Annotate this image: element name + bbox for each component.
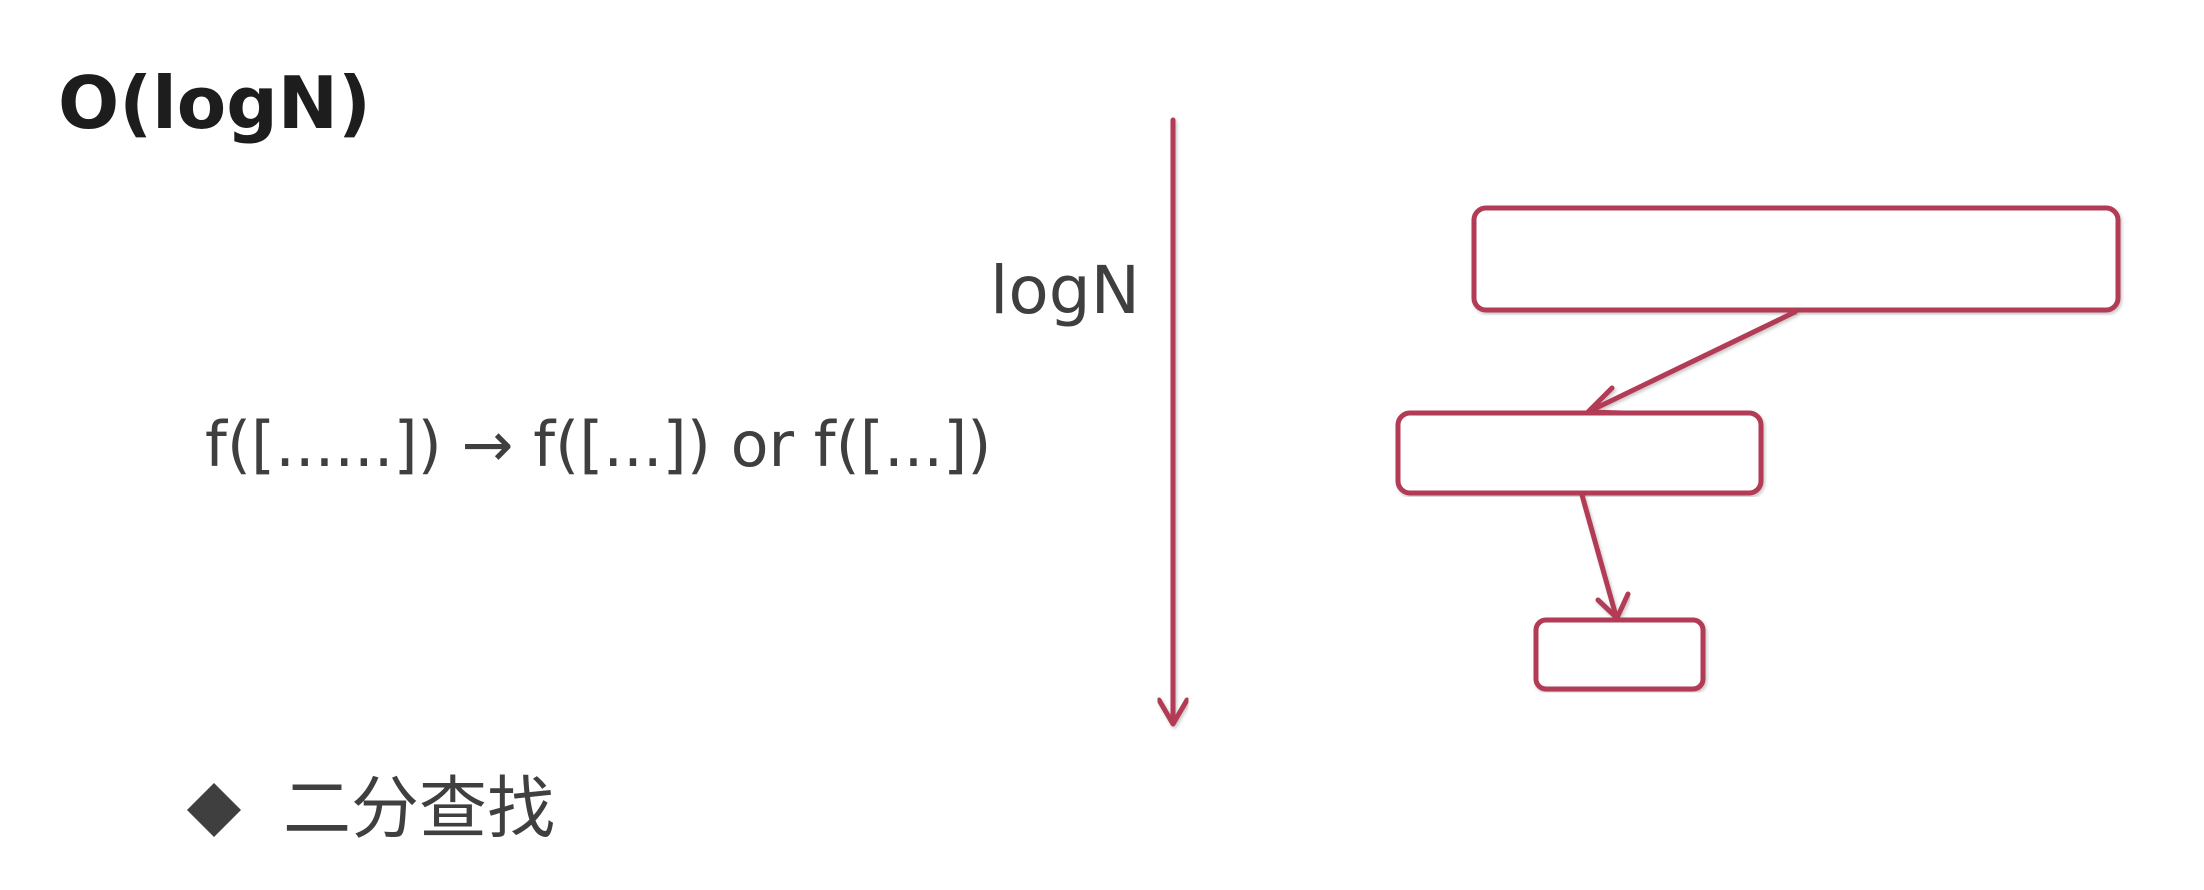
diamond-icon: [187, 783, 241, 837]
recursion-formula: f([......]) → f([...]) or f([...]): [205, 408, 992, 481]
depth-axis-arrow: [1156, 117, 1190, 727]
bullet-text: 二分查找: [283, 770, 556, 849]
page-title: O(logN): [58, 61, 371, 145]
bullet-item: 二分查找: [185, 765, 555, 855]
axis-label: logN: [990, 252, 1140, 329]
split-arrow-2: [1579, 492, 1631, 621]
split-arrow-1: [1585, 309, 1798, 416]
box-level-2: [1395, 410, 1764, 496]
box-level-3: [1533, 617, 1706, 692]
box-level-1: [1471, 205, 2121, 313]
